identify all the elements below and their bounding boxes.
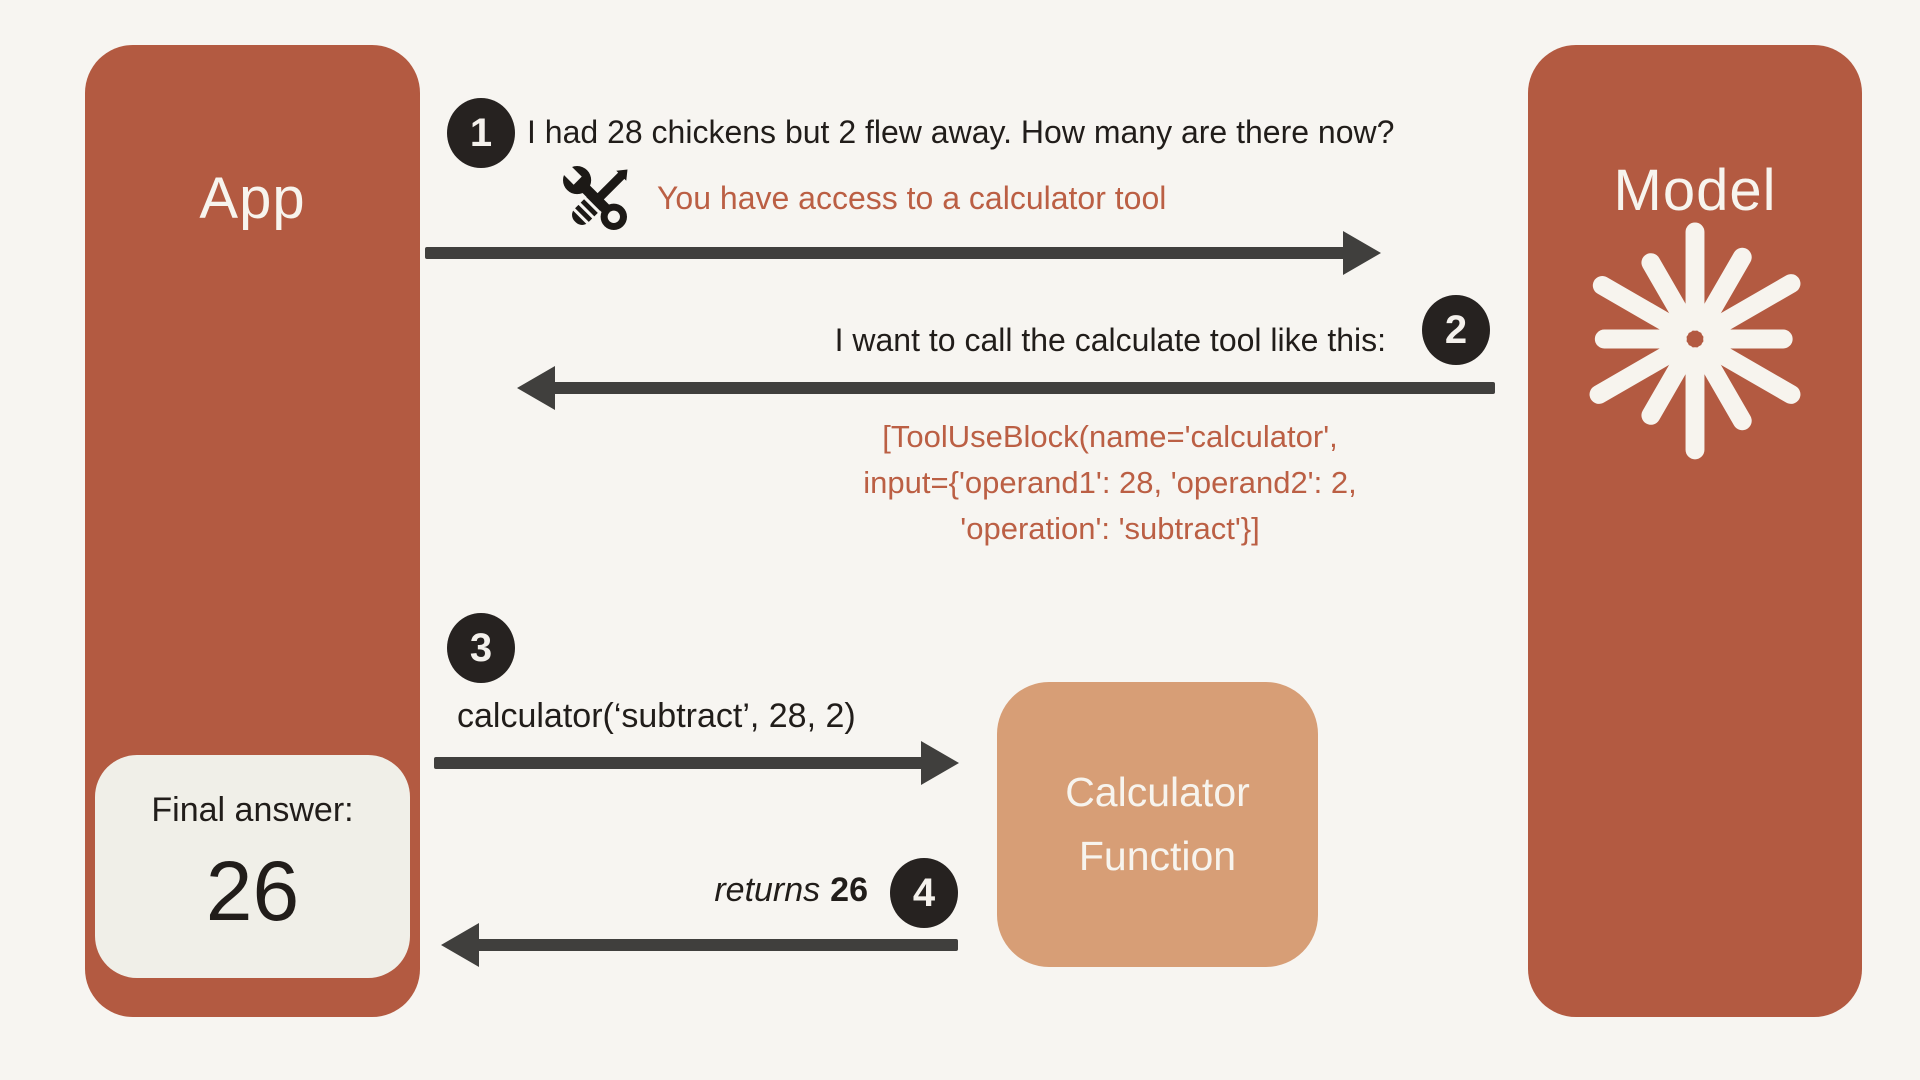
step-1-number: 1 <box>469 110 493 155</box>
step-2-number: 2 <box>1444 307 1468 352</box>
code-line: [ToolUseBlock(name='calculator', <box>882 419 1338 454</box>
app-box: App Final answer: 26 <box>85 45 420 1017</box>
arrow-shaft <box>425 247 1345 259</box>
step-3-badge: 3 <box>447 613 515 683</box>
arrow-shaft <box>477 939 958 951</box>
step-4-number: 4 <box>912 870 936 915</box>
returns-value: 26 <box>830 871 868 909</box>
code-line: input={'operand1': 28, 'operand2': 2, <box>863 465 1357 500</box>
arrow-head-right-icon <box>1343 231 1381 275</box>
step-4-badge: 4 <box>890 858 958 928</box>
step-3-message: calculator(‘subtract’, 28, 2) <box>457 697 856 735</box>
final-answer-label: Final answer: <box>151 791 354 829</box>
arrow-shaft <box>434 757 923 769</box>
code-line: 'operation': 'subtract'}] <box>960 511 1260 546</box>
step-2-message: I want to call the calculate tool like t… <box>834 322 1386 358</box>
returns-text: returns <box>714 871 821 909</box>
step-2-badge: 2 <box>1422 295 1490 365</box>
arrow-head-left-icon <box>441 923 479 967</box>
step-1-system-note: You have access to a calculator tool <box>657 180 1167 216</box>
model-label: Model <box>1613 158 1777 223</box>
step-3-number: 3 <box>469 625 493 670</box>
final-answer-card: Final answer: 26 <box>95 755 410 978</box>
calculator-function-label: Calculator Function <box>1065 768 1250 879</box>
step-2-tool-use-block: [ToolUseBlock(name='calculator', input={… <box>760 414 1460 552</box>
arrow-head-right-icon <box>921 741 959 785</box>
calculator-function-box: Calculator Function <box>997 682 1318 967</box>
arrow-head-left-icon <box>517 366 555 410</box>
wrench-screwdriver-icon <box>561 164 628 231</box>
claude-starburst-icon <box>1589 222 1801 460</box>
arrow-shaft <box>553 382 1495 394</box>
final-answer-value: 26 <box>205 844 300 938</box>
step-1-badge: 1 <box>447 98 515 168</box>
app-label: App <box>199 166 306 231</box>
model-box: Model <box>1528 45 1862 1017</box>
step-1-message: I had 28 chickens but 2 flew away. How m… <box>527 114 1395 150</box>
